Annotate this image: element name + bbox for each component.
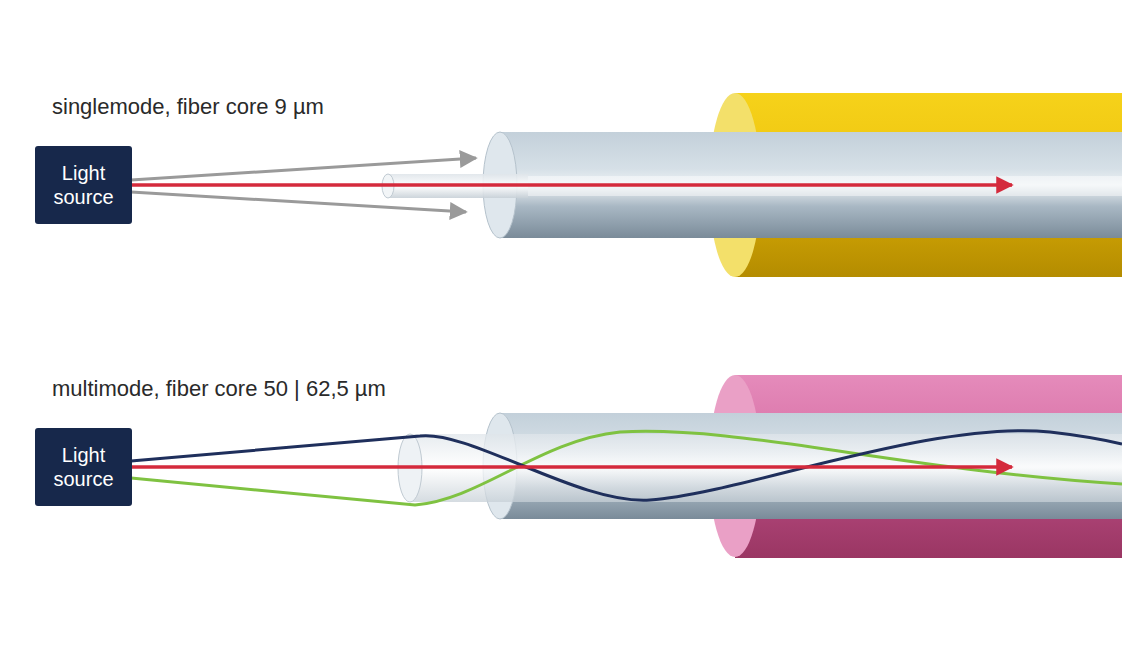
fiber-type-heading: singlemode, fiber core 9 µm <box>52 94 324 120</box>
singlemode-fiber <box>131 93 1122 277</box>
fiber-type-heading: multimode, fiber core 50 | 62,5 µm <box>52 376 386 402</box>
box-label: Light source <box>41 161 126 209</box>
multimode-fiber <box>131 375 1122 558</box>
box-label: Light source <box>41 443 126 491</box>
light-source-box: Light source <box>35 428 132 506</box>
light-source-box: Light source <box>35 146 132 224</box>
